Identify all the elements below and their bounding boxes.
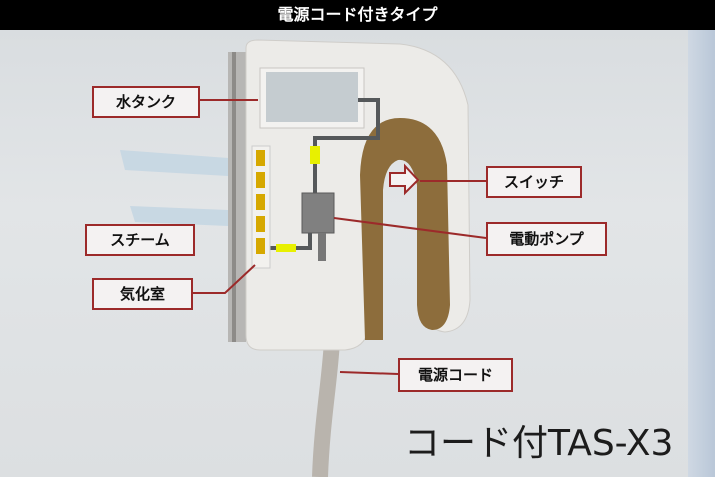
slide-edge xyxy=(688,30,715,477)
power-cord xyxy=(312,339,340,477)
sole-plate xyxy=(228,52,246,342)
leader-lines xyxy=(193,99,487,375)
label-water-tank: 水タンク xyxy=(92,86,200,118)
label-vaporizer: 気化室 xyxy=(92,278,193,310)
steam-puff xyxy=(130,206,228,226)
label-switch: スイッチ xyxy=(486,166,582,198)
label-steam: スチーム xyxy=(85,224,195,256)
title-bar: 電源コード付きタイプ xyxy=(0,0,715,30)
label-power-cord: 電源コード xyxy=(398,358,513,392)
handle xyxy=(360,118,450,340)
label-pump: 電動ポンプ xyxy=(486,222,607,256)
switch-arrow xyxy=(389,163,420,196)
model-name: コード付TAS-X3 xyxy=(404,423,674,464)
steam-puff xyxy=(120,150,228,176)
pump xyxy=(301,192,335,234)
